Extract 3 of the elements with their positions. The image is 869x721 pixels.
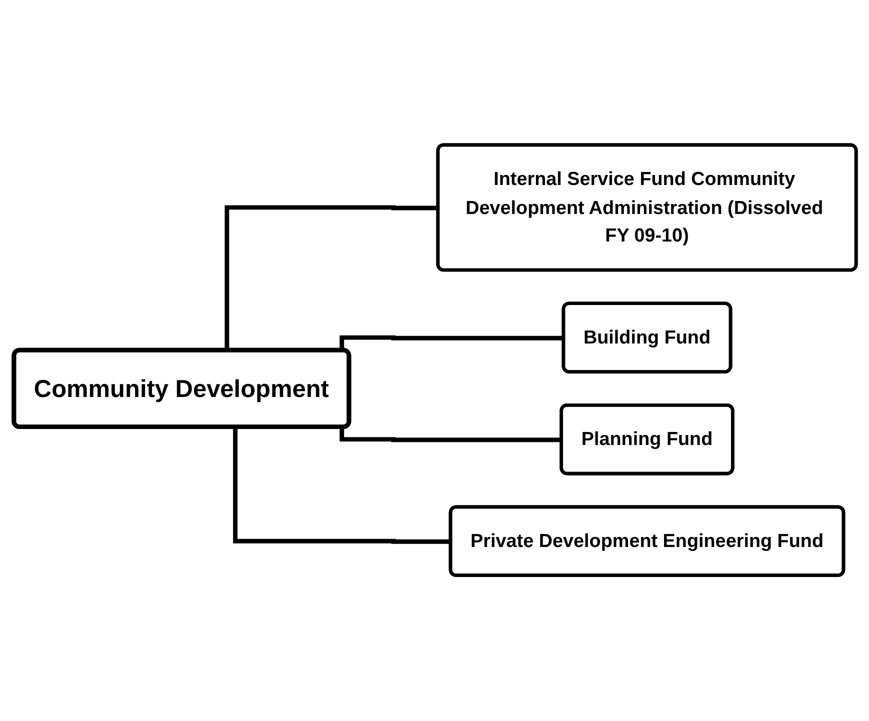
connector [339, 428, 562, 443]
connector [232, 428, 451, 544]
org-chart: Community Development Internal Service Fund Community Development Administration (Dissolved FY 09-10) Building Fund Planning Fund Private Development Engineering Fund [4, 136, 864, 585]
